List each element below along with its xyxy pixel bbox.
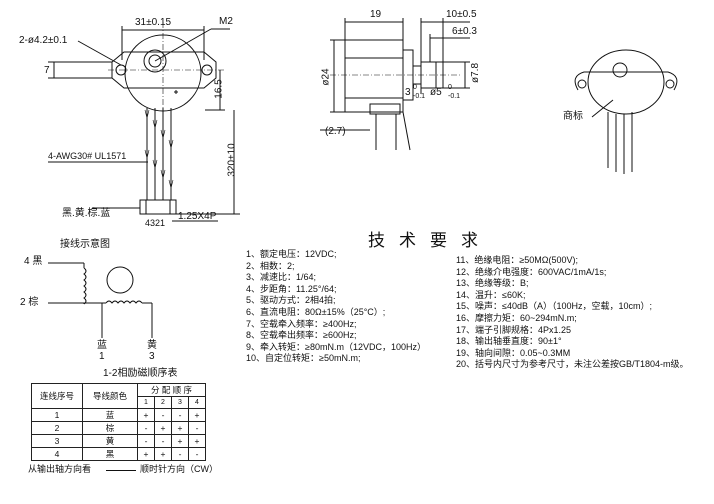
spec-item: 8、空载牵出频率：≥600Hz; bbox=[246, 330, 357, 341]
spec-item: 12、绝缘介电强度：600VAC/1mA/1s; bbox=[456, 266, 607, 277]
trademark-label: 商标 bbox=[563, 111, 583, 122]
wire-colors: 黑.黄.棕.蓝 bbox=[62, 208, 111, 219]
rotation-divider bbox=[106, 470, 136, 471]
cell: - bbox=[137, 421, 155, 435]
spec-item: 19、轴向间隙：0.05~0.3MM bbox=[456, 347, 571, 358]
shaft-length-dim: 10±0.5 bbox=[446, 9, 477, 20]
row-no: 3 bbox=[31, 434, 83, 448]
row-color: 蓝 bbox=[82, 408, 138, 422]
header-wire-color: 导线颜色 bbox=[82, 383, 138, 409]
cell: - bbox=[137, 434, 155, 448]
mount-pitch-dim: 31±0.15 bbox=[135, 17, 172, 28]
row-color: 黄 bbox=[82, 434, 138, 448]
spec-item: 20、括号内尺寸为参考尺寸，未注公差按GB/T1804-m级。 bbox=[456, 359, 689, 370]
phase-table-caption: 1-2相励磁顺序表 bbox=[103, 368, 178, 379]
row-color: 黑 bbox=[82, 447, 138, 461]
rotation-view-label: 从输出轴方向看 bbox=[28, 464, 92, 474]
phase-table: 连线序号 导线颜色 分 配 顺 序 1 2 3 4 1 蓝 + - - + 2 … bbox=[31, 383, 206, 461]
cell: + bbox=[188, 434, 206, 448]
cell: + bbox=[171, 434, 189, 448]
header-sequence: 分 配 顺 序 bbox=[137, 383, 206, 397]
cell: + bbox=[137, 447, 155, 461]
lead-wire-spec: 4-AWG30# UL1571 bbox=[48, 151, 127, 161]
cell: - bbox=[154, 434, 172, 448]
connector-pins: 4321 bbox=[145, 218, 166, 228]
shaft-step-dim: 3 bbox=[405, 87, 411, 98]
spec-item: 1、额定电压：12VDC; bbox=[246, 249, 337, 259]
row-no: 4 bbox=[31, 447, 83, 461]
row-color: 棕 bbox=[82, 421, 138, 435]
body-offset-dim: 16.5 bbox=[213, 79, 225, 99]
step-4: 4 bbox=[188, 396, 206, 409]
row-no: 1 bbox=[31, 408, 83, 422]
shaft-step-tol-lower: -0.1 bbox=[413, 93, 426, 100]
table-row: 3 黄 - - + + bbox=[31, 434, 206, 448]
connector-spec: 1.25X4P bbox=[178, 211, 217, 222]
cell: - bbox=[188, 447, 206, 461]
wiring-title: 接线示意图 bbox=[60, 239, 110, 250]
table-row: 1 蓝 + - - + bbox=[31, 408, 206, 422]
flange-offset-dim: 7 bbox=[44, 65, 50, 76]
body-diameter-dim: ø24 bbox=[320, 68, 332, 86]
shaft-flat-dim: 6±0.3 bbox=[452, 26, 477, 37]
spec-item: 2、相数：2; bbox=[246, 260, 295, 271]
cell: + bbox=[154, 421, 172, 435]
wire-black-label: 4 黑 bbox=[24, 256, 43, 267]
screw-label: M2 bbox=[219, 16, 233, 27]
spec-item: 13、绝缘等级：B; bbox=[456, 278, 529, 289]
lead-length-dim: 320±10 bbox=[226, 143, 238, 177]
spec-item: 4、步距角：11.25°/64; bbox=[246, 283, 337, 294]
spec-item: 10、自定位转矩：≥50mN.m; bbox=[246, 353, 361, 364]
spec-item: 16、摩擦力矩：60~294mN.m; bbox=[456, 313, 577, 323]
spec-item: 11、绝缘电阻：≥50MΩ(500V); bbox=[456, 255, 579, 265]
cell: - bbox=[171, 447, 189, 461]
rotation-direction-label: 顺时针方向（CW） bbox=[140, 464, 218, 474]
table-row: 2 棕 - + + - bbox=[31, 421, 206, 435]
body-depth-dim: 19 bbox=[370, 9, 382, 20]
mount-hole-dim: 2-ø4.2±0.1 bbox=[19, 35, 68, 46]
cell: + bbox=[188, 408, 206, 422]
wire-blue-label: 蓝 bbox=[97, 340, 107, 351]
shaft-step-tol: 0 bbox=[413, 84, 417, 91]
cell: - bbox=[154, 408, 172, 422]
spec-item: 3、减速比：1/64; bbox=[246, 272, 317, 283]
spec-title: 技术要求 bbox=[368, 231, 492, 251]
cell: - bbox=[188, 421, 206, 435]
spec-item: 5、驱动方式：2相4拍; bbox=[246, 295, 336, 306]
shaft-d-dim: ø5 bbox=[430, 87, 442, 98]
wire-yellow-number: 3 bbox=[149, 351, 155, 362]
rear-offset-dim: (2.7) bbox=[325, 126, 346, 137]
spec-item: 6、直流电阻：80Ω±15%（25°C）; bbox=[246, 307, 386, 317]
cell: + bbox=[154, 447, 172, 461]
spec-item: 17、端子引脚规格：4Px1.25 bbox=[456, 324, 572, 335]
cell: + bbox=[171, 421, 189, 435]
table-row: 4 黑 + + - - bbox=[31, 447, 206, 461]
step-2: 2 bbox=[154, 396, 172, 409]
header-wire-no: 连线序号 bbox=[31, 383, 83, 409]
cell: + bbox=[137, 408, 155, 422]
shaft-d-tol-lower: -0.1 bbox=[448, 93, 461, 100]
wire-blue-number: 1 bbox=[99, 351, 105, 362]
wire-brown-label: 2 棕 bbox=[20, 297, 39, 308]
spec-item: 14、温升：≤60K; bbox=[456, 289, 526, 300]
step-1: 1 bbox=[137, 396, 155, 409]
spec-item: 7、空载牵入频率：≥400Hz; bbox=[246, 318, 357, 329]
shaft-diameter-dim: ø7.8 bbox=[470, 62, 482, 84]
shaft-d-tol: 0 bbox=[448, 84, 452, 91]
cell: - bbox=[171, 408, 189, 422]
row-no: 2 bbox=[31, 421, 83, 435]
spec-item: 18、输出轴垂直度：90±1° bbox=[456, 336, 562, 347]
wire-yellow-label: 黄 bbox=[147, 340, 157, 351]
spec-item: 15、噪声：≤40dB（A）（100Hz，空载，10cm）; bbox=[456, 301, 652, 312]
step-3: 3 bbox=[171, 396, 189, 409]
spec-item: 9、牵入转矩：≥80mN.m（12VDC，100Hz） bbox=[246, 341, 426, 352]
